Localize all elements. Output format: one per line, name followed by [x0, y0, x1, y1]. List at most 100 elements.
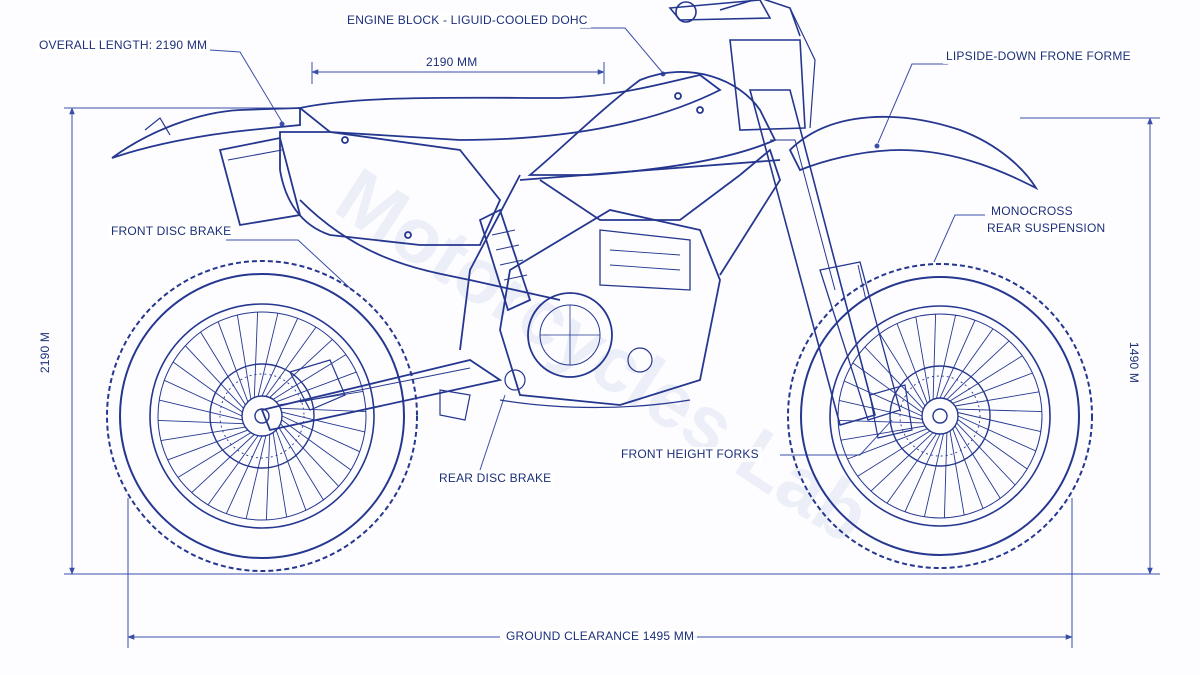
spoke — [840, 425, 926, 441]
rear-tire-knobs — [106, 260, 418, 572]
front-fender — [788, 115, 1039, 191]
label-front-disc-brake: FRONT DISC BRAKE — [108, 224, 235, 239]
spoke — [952, 372, 1033, 404]
spoke — [164, 379, 243, 417]
front-axle — [932, 408, 948, 424]
spoke — [870, 432, 934, 492]
rear-brake-disc — [209, 363, 315, 469]
rear-caliper — [289, 359, 346, 411]
fuel-tank — [527, 71, 777, 176]
leader-rear-brake — [479, 394, 506, 471]
label-monocross-line1: MONOCROSS — [988, 204, 1076, 219]
spoke — [956, 422, 1016, 486]
rear-shock — [478, 208, 532, 312]
spoke — [954, 391, 1040, 407]
leader-monocross — [933, 214, 985, 263]
label-overall-length: OVERALL LENGTH: 2190 MM — [36, 38, 211, 53]
spoke — [217, 321, 249, 403]
spoke — [943, 328, 994, 399]
label-ground-clearance: GROUND CLEARANCE 1495 MM — [503, 629, 698, 644]
label-right-height: 1490 M — [1127, 341, 1142, 384]
spoke — [191, 434, 255, 493]
front-fork — [668, 0, 901, 426]
spoke — [281, 411, 365, 433]
spoke — [857, 430, 931, 477]
rear-wheel — [106, 260, 418, 572]
spoke — [207, 435, 259, 506]
spoke — [275, 371, 357, 403]
spoke — [200, 331, 246, 406]
leader-front-brake — [226, 239, 353, 291]
spoke — [879, 333, 926, 407]
label-top-dimension: 2190 MM — [423, 55, 481, 70]
spoke — [272, 354, 347, 400]
frame-and-body — [111, 71, 781, 432]
label-left-height: 2190 M — [38, 331, 53, 374]
spoke — [915, 316, 931, 402]
spoke — [949, 430, 965, 516]
spoke — [943, 432, 948, 518]
spoke — [167, 429, 249, 461]
spoke — [265, 434, 271, 520]
leader-fork — [877, 63, 948, 144]
spoke — [225, 435, 263, 514]
leader-overall-length — [209, 49, 283, 123]
spoke — [956, 408, 1042, 413]
spoke — [185, 345, 244, 409]
side-panel — [279, 131, 502, 246]
spoke — [160, 426, 246, 442]
spoke — [272, 432, 288, 518]
spoke — [281, 415, 360, 453]
spoke — [839, 399, 923, 420]
spoke — [253, 312, 259, 398]
leader-lines — [209, 27, 985, 471]
spoke — [946, 340, 1010, 400]
label-front-height-forks: FRONT HEIGHT FORKS — [618, 447, 762, 462]
spoke — [158, 419, 244, 425]
spoke — [245, 435, 267, 519]
spoke — [281, 419, 352, 471]
label-monocross-line2: REAR SUSPENSION — [984, 221, 1109, 236]
spoke — [847, 428, 928, 460]
spoke — [280, 407, 366, 413]
spoke — [261, 318, 299, 397]
spoke — [957, 419, 1028, 470]
rear-fender — [111, 107, 301, 159]
spoke — [886, 433, 937, 504]
spoke — [957, 412, 1041, 433]
front-wheel — [787, 263, 1093, 569]
front-brake-disc — [889, 365, 991, 467]
spoke — [939, 320, 976, 399]
spoke — [265, 326, 317, 397]
frame-downtube — [459, 174, 521, 351]
front-tire-knobs — [787, 263, 1093, 569]
leader-engine — [580, 27, 663, 73]
spoke — [172, 361, 243, 413]
engine-clutch-cover — [527, 292, 613, 378]
spoke — [954, 425, 1001, 499]
spoke — [275, 429, 307, 511]
spoke — [177, 432, 252, 478]
spoke — [949, 355, 1023, 402]
spoke — [257, 313, 279, 397]
spoke — [896, 323, 928, 404]
spoke — [957, 415, 1036, 452]
spoke — [236, 314, 252, 400]
seat — [297, 74, 722, 141]
cylinder-head — [599, 229, 691, 291]
label-rear-disc-brake: REAR DISC BRAKE — [436, 471, 555, 486]
exhaust-muffler — [218, 136, 302, 227]
spoke — [952, 428, 984, 509]
label-engine-block: ENGINE BLOCK - LIGUID-COOLED DOHC — [344, 13, 591, 28]
swingarm — [260, 359, 503, 432]
spoke — [932, 314, 937, 400]
spoke — [923, 433, 944, 517]
front-spokes — [838, 314, 1042, 518]
spoke — [904, 433, 941, 512]
spoke — [278, 426, 324, 501]
rear-axle — [254, 408, 270, 424]
dimension-lines — [64, 62, 1160, 648]
exhaust-pipe — [299, 199, 561, 301]
